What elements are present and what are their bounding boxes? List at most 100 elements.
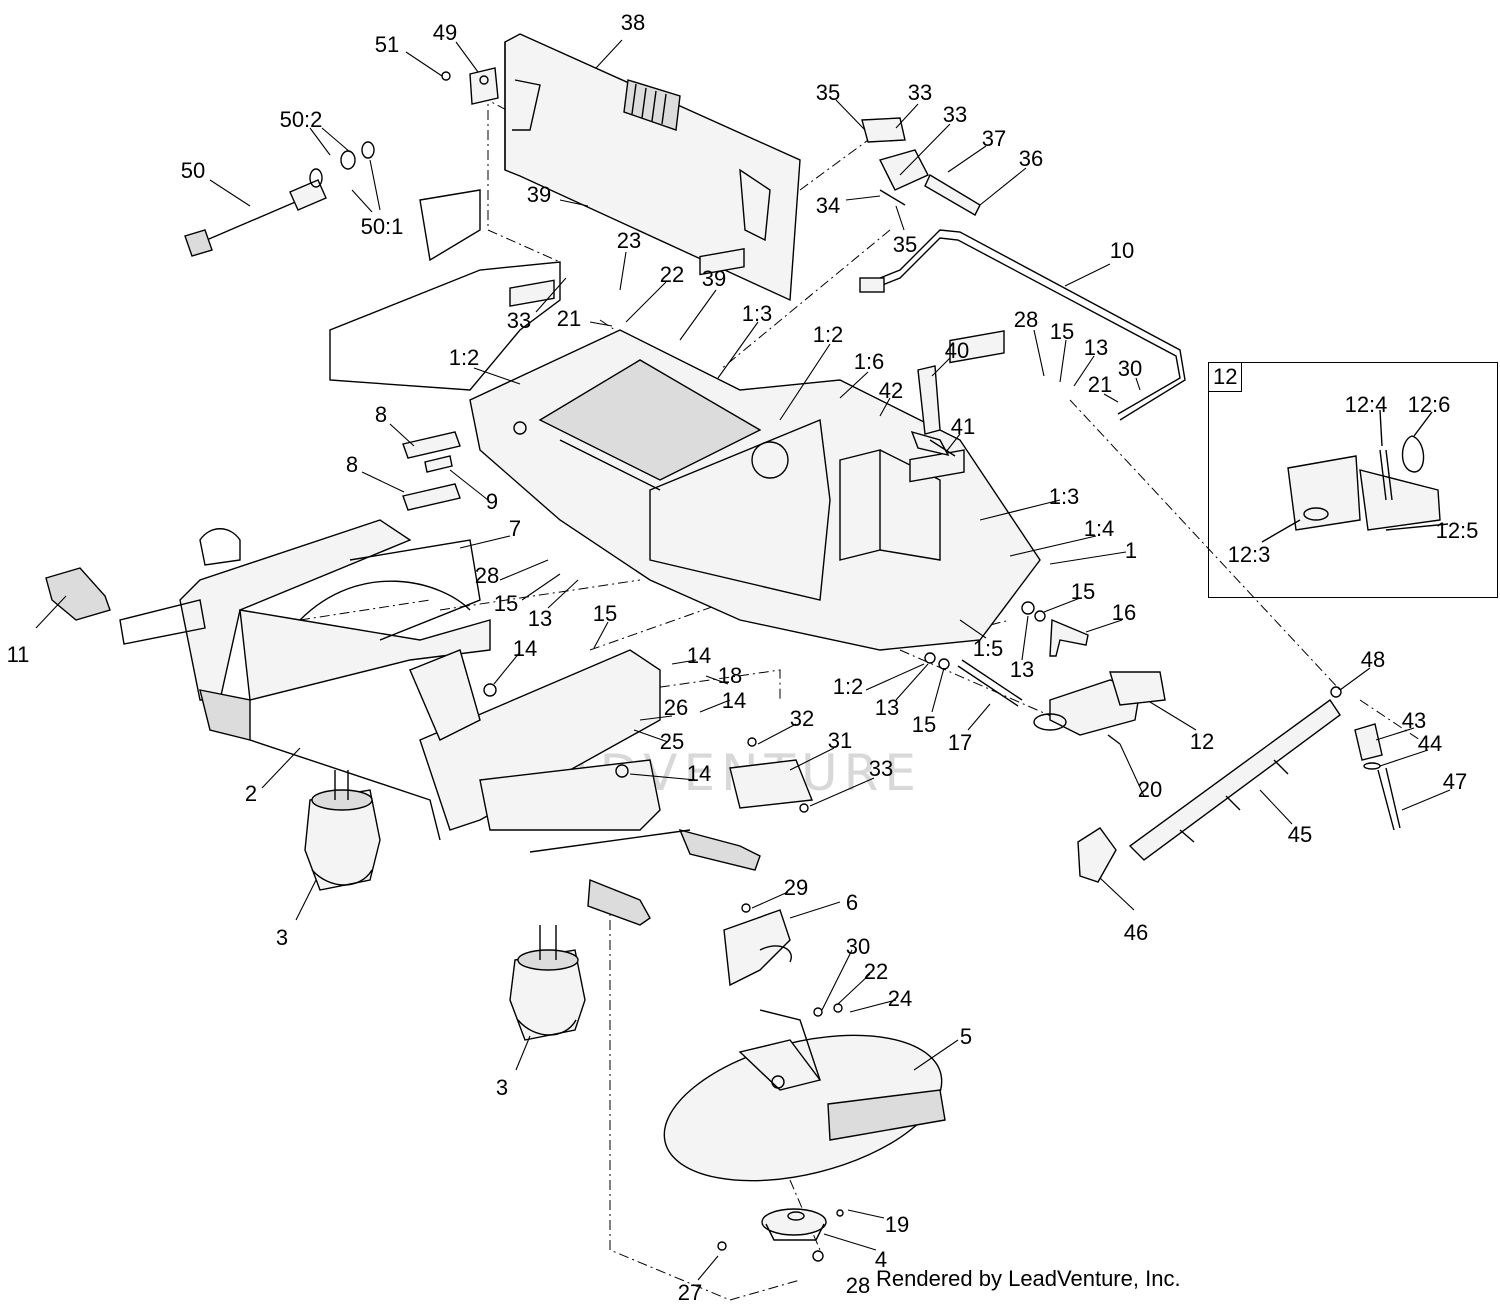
callout-c22b: 22 [864, 959, 888, 984]
render-credit: Rendered by LeadVenture, Inc. [876, 1266, 1181, 1291]
callout-c35b: 35 [893, 232, 917, 257]
callout-c13c: 13 [1010, 657, 1034, 682]
callout-d12-3: 12:3 [1228, 542, 1271, 567]
callout-c15a: 15 [1050, 319, 1074, 344]
detail-12-drawing [1261, 409, 1449, 543]
latch-40 [910, 365, 956, 457]
callout-c22a: 22 [660, 262, 684, 287]
detail-inset-12: 12 [1208, 362, 1498, 598]
callout-c42: 42 [879, 378, 903, 403]
callout-c33a: 33 [908, 80, 932, 105]
sensor-50 [184, 67, 499, 257]
callout-c3b: 3 [496, 1075, 508, 1100]
callout-c33b: 33 [943, 102, 967, 127]
hydraulic-motor-3a [304, 770, 381, 891]
callout-c1-3a: 1:3 [742, 301, 773, 326]
callout-c13b: 13 [528, 606, 552, 631]
callout-c39b: 39 [702, 266, 726, 291]
callout-c38: 38 [621, 10, 645, 35]
base-plate-5 [663, 1009, 946, 1182]
callout-c15b: 15 [494, 591, 518, 616]
callout-c14b: 14 [687, 643, 711, 668]
pads-8-9 [402, 431, 461, 511]
bracket-6 [723, 909, 792, 987]
callout-c15e: 15 [912, 712, 936, 737]
callout-c1-5: 1:5 [973, 636, 1004, 661]
callout-c21b: 21 [1088, 372, 1112, 397]
bolts-misc [717, 903, 844, 1262]
callout-c15d: 15 [1071, 579, 1095, 604]
callout-c17: 17 [948, 730, 972, 755]
callout-c26: 26 [664, 695, 688, 720]
shafts-11 [45, 567, 761, 926]
callout-c14d: 14 [687, 761, 711, 786]
callout-c50-2: 50:2 [280, 107, 323, 132]
hub-4 [761, 1208, 827, 1241]
callout-c1-2a: 1:2 [813, 322, 844, 347]
callout-c14a: 14 [513, 636, 537, 661]
callout-c25: 25 [660, 729, 684, 754]
callout-c29: 29 [784, 875, 808, 900]
callout-c50: 50 [181, 158, 205, 183]
callout-c15c: 15 [593, 601, 617, 626]
callout-c13d: 13 [875, 695, 899, 720]
callout-d12-5: 12:5 [1436, 518, 1479, 543]
callout-c41: 41 [951, 414, 975, 439]
callout-c1: 1 [1125, 538, 1137, 563]
callout-c8a: 8 [375, 402, 387, 427]
callout-c10: 10 [1110, 238, 1134, 263]
callout-c32: 32 [790, 706, 814, 731]
handle-45 [1077, 686, 1401, 883]
hydraulic-motor-3b [509, 925, 586, 1041]
callout-c44: 44 [1418, 731, 1442, 756]
rear-shield-38 [504, 33, 801, 302]
plate-31 [729, 737, 813, 813]
callout-c48: 48 [1361, 647, 1385, 672]
callout-c1-6: 1:6 [854, 349, 885, 374]
callout-c50-1: 50:1 [361, 214, 404, 239]
callout-c9: 9 [486, 489, 498, 514]
callout-c36: 36 [1019, 146, 1043, 171]
callout-c1-4: 1:4 [1084, 516, 1115, 541]
callout-c39a: 39 [527, 182, 551, 207]
callout-c16: 16 [1112, 600, 1136, 625]
callout-c19: 19 [885, 1212, 909, 1237]
callout-c43: 43 [1402, 708, 1426, 733]
callout-c37: 37 [982, 126, 1006, 151]
callout-c49: 49 [433, 20, 457, 45]
callout-c30a: 30 [1118, 356, 1142, 381]
callout-c24: 24 [888, 986, 912, 1011]
callout-c47: 47 [1443, 769, 1467, 794]
callout-c11: 11 [7, 642, 30, 667]
callout-c8b: 8 [346, 452, 358, 477]
callout-c28b: 28 [475, 563, 499, 588]
detail-labels: 12:4 12:6 12:3 12:5 [1228, 392, 1479, 567]
callout-c46: 46 [1124, 920, 1148, 945]
leader-lines [35, 39, 1451, 1281]
callout-c1-2b: 1:2 [449, 345, 480, 370]
callout-c7: 7 [509, 516, 521, 541]
callout-c34: 34 [816, 193, 840, 218]
detail-tag: 12 [1209, 363, 1243, 392]
hinge-bracket-35 [861, 117, 981, 216]
callout-c18: 18 [718, 663, 742, 688]
callout-c12: 12 [1190, 729, 1214, 754]
callout-c1-2c: 1:2 [833, 674, 864, 699]
callout-c14c: 14 [722, 688, 746, 713]
callout-d12-4: 12:4 [1345, 392, 1388, 417]
drive-housing-2 [179, 519, 661, 841]
callout-c33c: 33 [507, 308, 531, 333]
callout-c6: 6 [846, 890, 858, 915]
callout-d12-6: 12:6 [1408, 392, 1451, 417]
left-side-cover [329, 189, 561, 391]
callout-c31: 31 [828, 728, 852, 753]
callout-c28a: 28 [1014, 307, 1038, 332]
callout-c33d: 33 [869, 756, 893, 781]
lock-assembly-12 [1033, 671, 1166, 745]
callout-c4: 4 [875, 1247, 887, 1272]
callout-c45: 45 [1288, 822, 1312, 847]
callout-c35a: 35 [816, 80, 840, 105]
callout-c1-3b: 1:3 [1049, 484, 1080, 509]
